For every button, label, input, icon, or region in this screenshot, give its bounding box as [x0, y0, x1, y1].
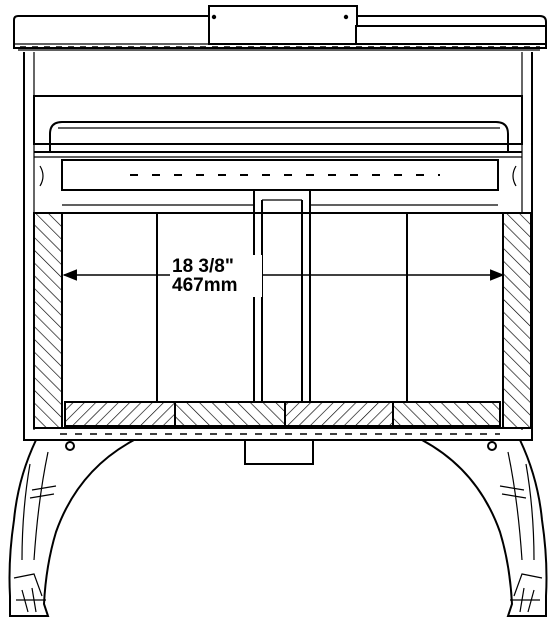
left-leg	[8, 439, 135, 617]
baffle-plate	[61, 159, 499, 191]
top-center-handle	[208, 5, 358, 45]
width-dimension: 18 3/8" 467mm	[62, 255, 505, 297]
right-leg	[421, 439, 548, 617]
handle-screw-left-icon	[211, 14, 217, 20]
handle-screw-right-icon	[343, 14, 349, 20]
ash-drawer-front	[244, 439, 314, 465]
firebox-interior	[61, 190, 504, 402]
stove-body	[23, 52, 533, 441]
dimension-imperial: 18 3/8"	[172, 256, 234, 277]
top-plate	[13, 5, 547, 51]
dimension-metric: 467mm	[172, 275, 238, 296]
left-side-wall-section	[33, 212, 63, 429]
bottom-rail	[34, 427, 522, 465]
right-side-wall-section	[502, 212, 532, 429]
firebox-floor-bricks	[64, 401, 501, 427]
left-leg-bolt-icon	[65, 441, 75, 451]
right-leg-bolt-icon	[487, 441, 497, 451]
